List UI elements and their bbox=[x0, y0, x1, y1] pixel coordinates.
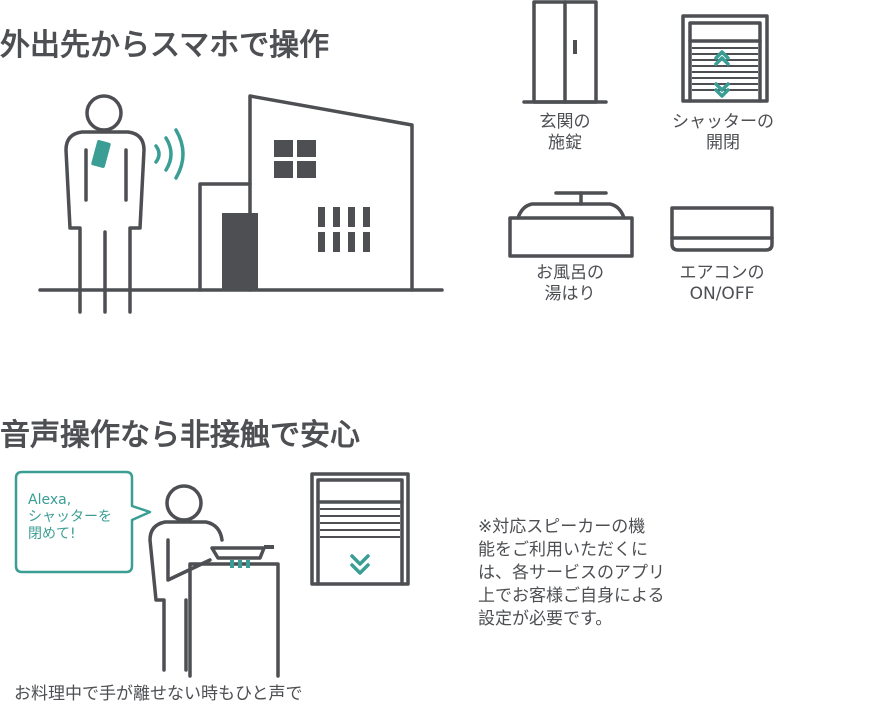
section1-heading: 外出先からスマホで操作 bbox=[0, 28, 330, 63]
person-with-phone-icon bbox=[64, 94, 146, 314]
bathtub-icon bbox=[508, 191, 634, 258]
speech-bubble-text: Alexa, シャッターを 閉めて! bbox=[28, 492, 112, 542]
frying-pan-icon bbox=[210, 546, 266, 560]
close-arrow-icon bbox=[350, 554, 370, 566]
cooking-person-icon bbox=[148, 484, 224, 672]
flame-icon bbox=[230, 560, 250, 568]
large-shutter-icon bbox=[310, 472, 410, 586]
air-conditioner-icon bbox=[670, 206, 774, 252]
caption-door-lock: 玄関の 施錠 bbox=[539, 112, 591, 153]
section2-heading: 音声操作なら非接触で安心 bbox=[0, 418, 360, 453]
smartphone-icon bbox=[91, 140, 111, 168]
kitchen-counter bbox=[188, 562, 280, 678]
disclaimer-note: ※対応スピーカーの機 能をご利用いただくに は、各サービスのアプリ 上でお客様ご… bbox=[478, 517, 665, 629]
signal-wave-icon bbox=[154, 144, 161, 164]
up-arrow-icon bbox=[714, 50, 730, 60]
shutter-icon bbox=[681, 14, 769, 103]
caption-aircon: エアコンの ON/OFF bbox=[679, 263, 765, 304]
door-icon bbox=[522, 0, 608, 104]
cooking-caption: お料理中で手が離せない時もひと声で bbox=[14, 684, 303, 704]
down-arrow-icon bbox=[714, 82, 730, 92]
caption-shutter: シャッターの 開閉 bbox=[672, 112, 774, 153]
caption-bath: お風呂の 湯はり bbox=[536, 263, 604, 304]
speech-bubble bbox=[14, 470, 152, 574]
